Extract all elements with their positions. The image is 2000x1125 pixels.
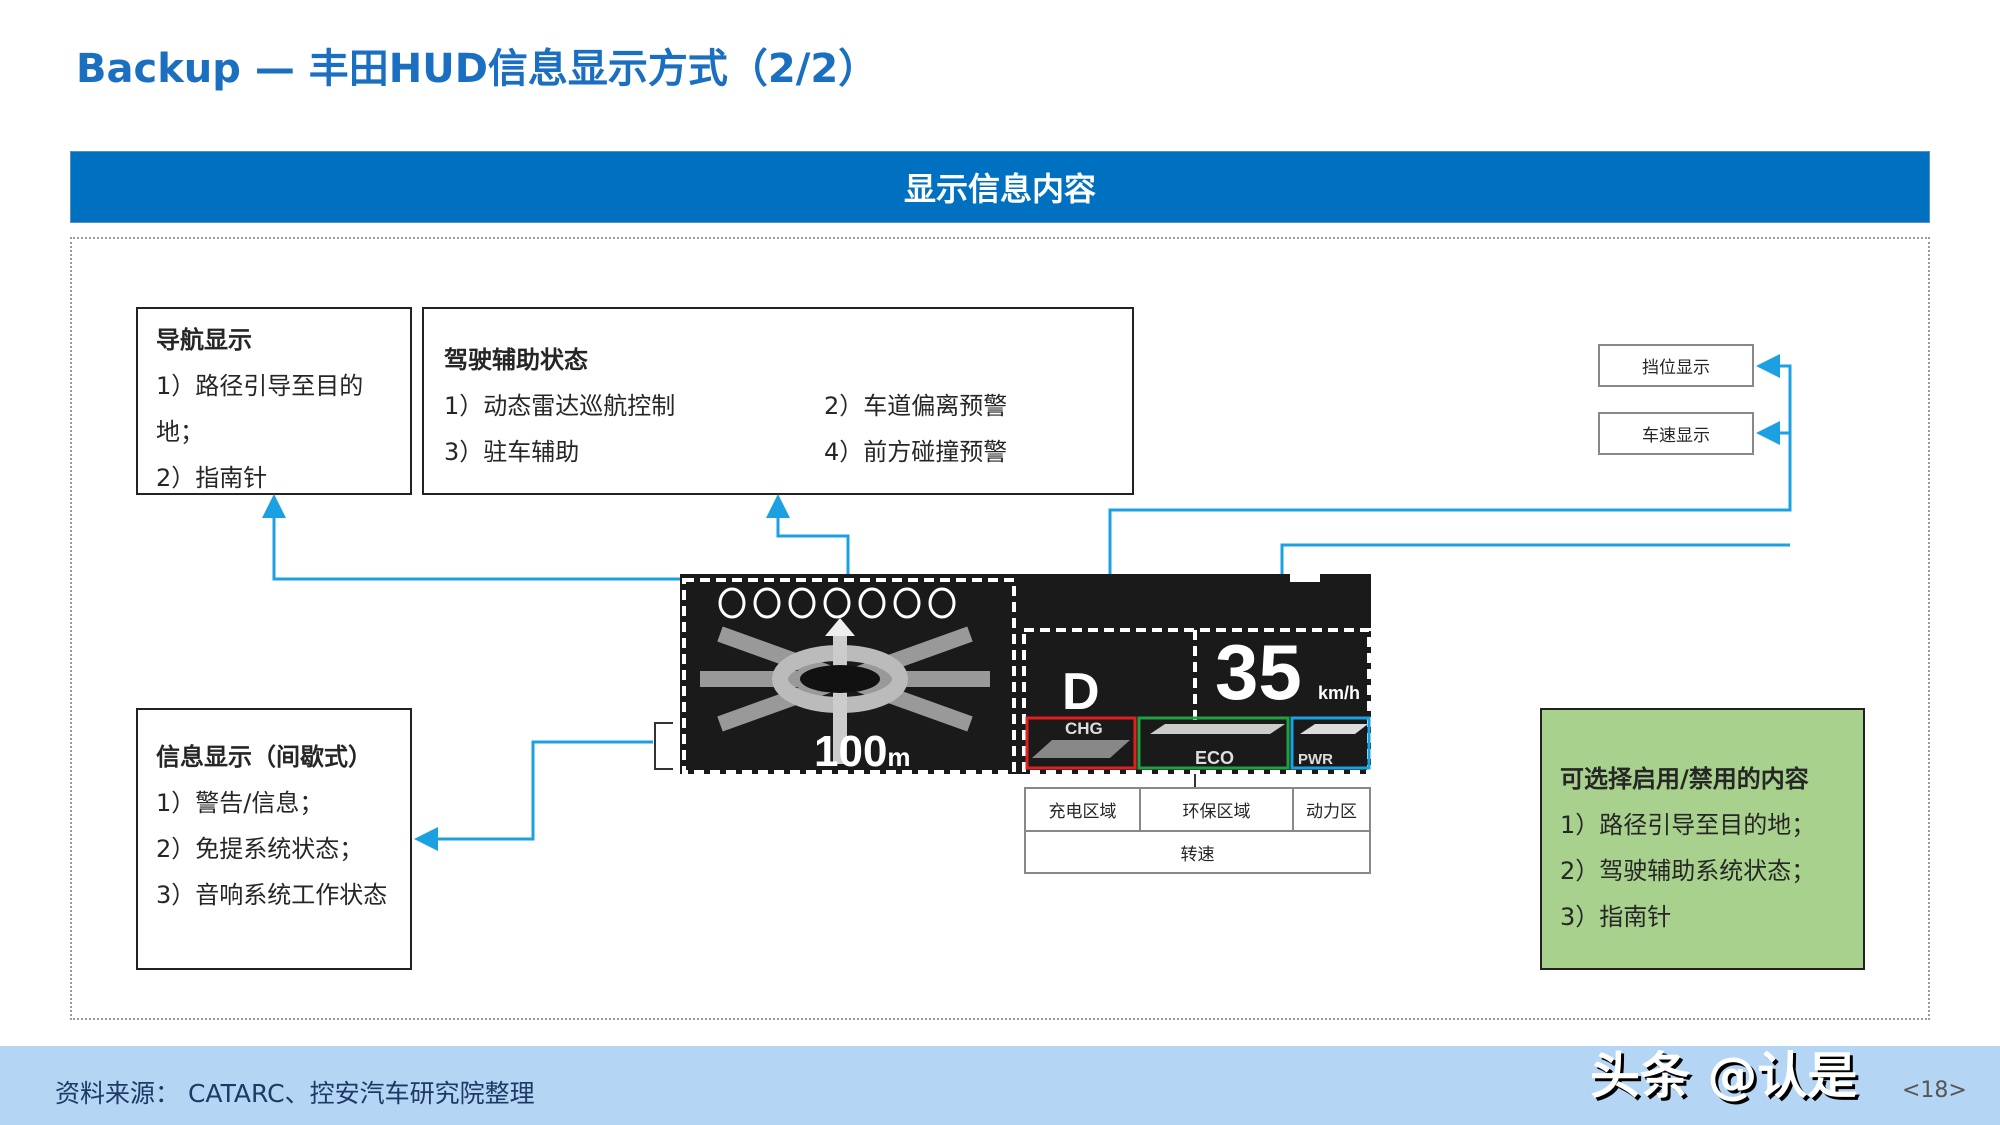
eco-label: ECO xyxy=(1195,748,1234,768)
nav-zone xyxy=(682,578,1016,774)
info-heading: 信息显示（间歇式） xyxy=(156,743,372,771)
chg-zone xyxy=(1025,716,1137,770)
hud-zone-table: 充电区域 环保区域 动力区 转速 xyxy=(1024,787,1371,874)
arrow-icon xyxy=(825,618,855,636)
assist-heading: 驾驶辅助状态 xyxy=(444,346,588,374)
assist-connector xyxy=(766,494,850,579)
distance-value: 100m xyxy=(814,727,911,774)
content-panel xyxy=(70,237,1930,1020)
page-title: Backup — 丰田HUD信息显示方式（2/2） xyxy=(76,46,879,92)
info-item: 2）免提系统状态； xyxy=(156,835,364,863)
nav-item: 2）指南针 xyxy=(156,464,268,492)
footer-band xyxy=(0,1046,2000,1125)
chg-label: CHG xyxy=(1065,719,1103,738)
gauge-zone xyxy=(1022,628,1371,774)
chg-bar xyxy=(1032,740,1130,758)
optional-item: 2）驾驶辅助系统状态； xyxy=(1560,857,1816,885)
table-cell: 充电区域 xyxy=(1024,787,1141,832)
optional-item: 3）指南针 xyxy=(1560,903,1672,931)
assist-item: 4）前方碰撞预警 xyxy=(824,438,1008,466)
table-cell: 环保区域 xyxy=(1139,787,1294,832)
info-display-box: 信息显示（间歇式） 1）警告/信息； 2）免提系统状态； 3）音响系统工作状态 xyxy=(136,708,412,970)
compass-circles xyxy=(718,587,956,619)
source-note: 资料来源： CATARC、控安汽车研究院整理 xyxy=(55,1079,535,1108)
gear-value: D xyxy=(1062,663,1100,721)
nav-item: 1）路径引导至目的地； xyxy=(156,372,364,446)
optional-content-box: 可选择启用/禁用的内容 1）路径引导至目的地； 2）驾驶辅助系统状态； 3）指南… xyxy=(1540,708,1865,970)
speed-display-label: 车速显示 xyxy=(1598,412,1754,455)
table-cell: 转速 xyxy=(1024,830,1371,874)
eco-bar xyxy=(1150,724,1285,734)
section-header: 显示信息内容 xyxy=(70,151,1930,223)
info-bracket xyxy=(654,722,673,770)
assist-item: 2）车道偏离预警 xyxy=(824,392,1008,420)
watermark: 头条 @认是 xyxy=(1590,1047,1858,1105)
optional-heading: 可选择启用/禁用的内容 xyxy=(1560,765,1809,793)
info-item: 1）警告/信息； xyxy=(156,789,324,817)
nav-display-box: 导航显示 1）路径引导至目的地； 2）指南针 xyxy=(136,307,412,495)
speed-value: 35 xyxy=(1215,628,1302,716)
info-item: 3）音响系统工作状态 xyxy=(156,881,388,909)
speed-unit: km/h xyxy=(1318,683,1360,703)
optional-item: 1）路径引导至目的地； xyxy=(1560,811,1816,839)
eco-zone xyxy=(1137,716,1290,770)
hud-image: 100m D 35 km/h CHG ECO PWR xyxy=(680,574,1371,774)
nav-connector xyxy=(262,494,680,581)
pwr-bar xyxy=(1300,724,1368,734)
pwr-zone xyxy=(1290,716,1371,770)
assist-item: 3）驻车辅助 xyxy=(444,438,580,466)
page-number: <18> xyxy=(1902,1078,1967,1103)
table-cell: 动力区 xyxy=(1292,787,1371,832)
assist-item: 1）动态雷达巡航控制 xyxy=(444,392,676,420)
driving-assist-box: 驾驶辅助状态 1）动态雷达巡航控制 2）车道偏离预警 3）驻车辅助 4）前方碰撞… xyxy=(422,307,1134,495)
info-connector xyxy=(414,740,653,851)
pwr-label: PWR xyxy=(1298,751,1333,768)
nav-heading: 导航显示 xyxy=(156,326,252,354)
gear-display-label: 挡位显示 xyxy=(1598,344,1754,387)
